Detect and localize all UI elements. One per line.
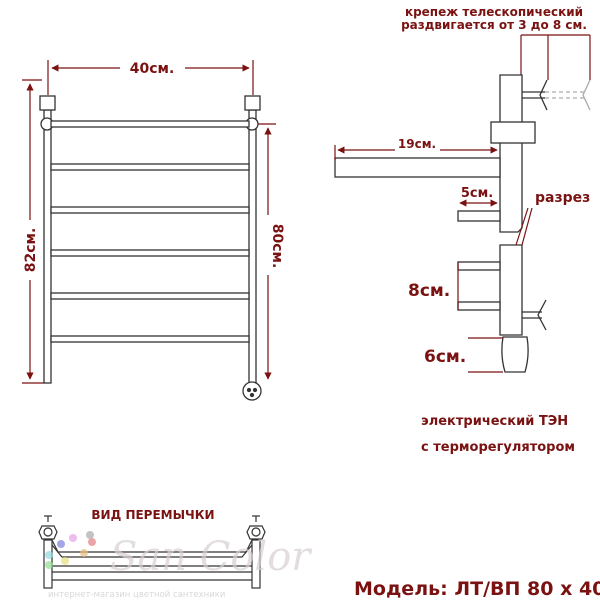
crossbars: [50, 120, 250, 343]
section-label: разрез: [535, 190, 590, 206]
jumper-view-label: ВИД ПЕРЕМЫЧКИ: [91, 508, 214, 522]
heater-element-icon: [501, 336, 529, 373]
heater-label-line2: с терморегулятором: [421, 440, 575, 455]
heater-label-line1: электрический ТЭН: [421, 414, 568, 429]
right-upright: [248, 109, 257, 384]
wall-anchor-icon: [539, 79, 548, 111]
mount-range-lines: [520, 34, 591, 80]
pipe-dimension: 5см.: [461, 186, 493, 201]
clamp-box: [490, 121, 536, 144]
heater-dimension: 6см.: [424, 347, 466, 367]
watermark-tagline: интернет-магазин цветной сантехники: [48, 590, 225, 600]
model-label: Модель: ЛТ/ВП 80 х 40: [354, 578, 600, 600]
mount-label-line1: крепеж телескопический: [405, 5, 583, 19]
heater-connector-icon: [242, 381, 262, 401]
wall-anchor-lower-icon: [537, 299, 547, 331]
width-dimension: 40см.: [130, 61, 175, 77]
left-top-cap: [39, 95, 56, 111]
left-upright: [43, 109, 52, 384]
height-axis-dimension: 80см.: [269, 224, 285, 269]
side-dimension-lines: [334, 145, 533, 373]
front-view: [39, 95, 262, 401]
mount-label-line2: раздвигается от 3 до 8 см.: [401, 18, 587, 32]
spacing-dimension: 8см.: [408, 281, 450, 301]
lower-bar-1: [457, 261, 501, 271]
front-dimension-lines: [22, 60, 276, 384]
watermark-logo: San Color интернет-магазин цветной санте…: [45, 531, 313, 600]
short-pipe: [457, 210, 501, 222]
right-top-cap: [244, 95, 261, 111]
side-view: [334, 74, 591, 373]
top-shelf-bar: [334, 157, 501, 178]
watermark-brand: San Color: [110, 534, 313, 580]
upper-riser: [499, 74, 523, 233]
height-total-dimension: 82см.: [23, 228, 39, 273]
lower-riser: [499, 244, 523, 336]
wall-anchor-extended-icon: [582, 79, 591, 111]
depth-dimension: 19см.: [398, 137, 436, 151]
lower-bar-2: [457, 301, 501, 311]
